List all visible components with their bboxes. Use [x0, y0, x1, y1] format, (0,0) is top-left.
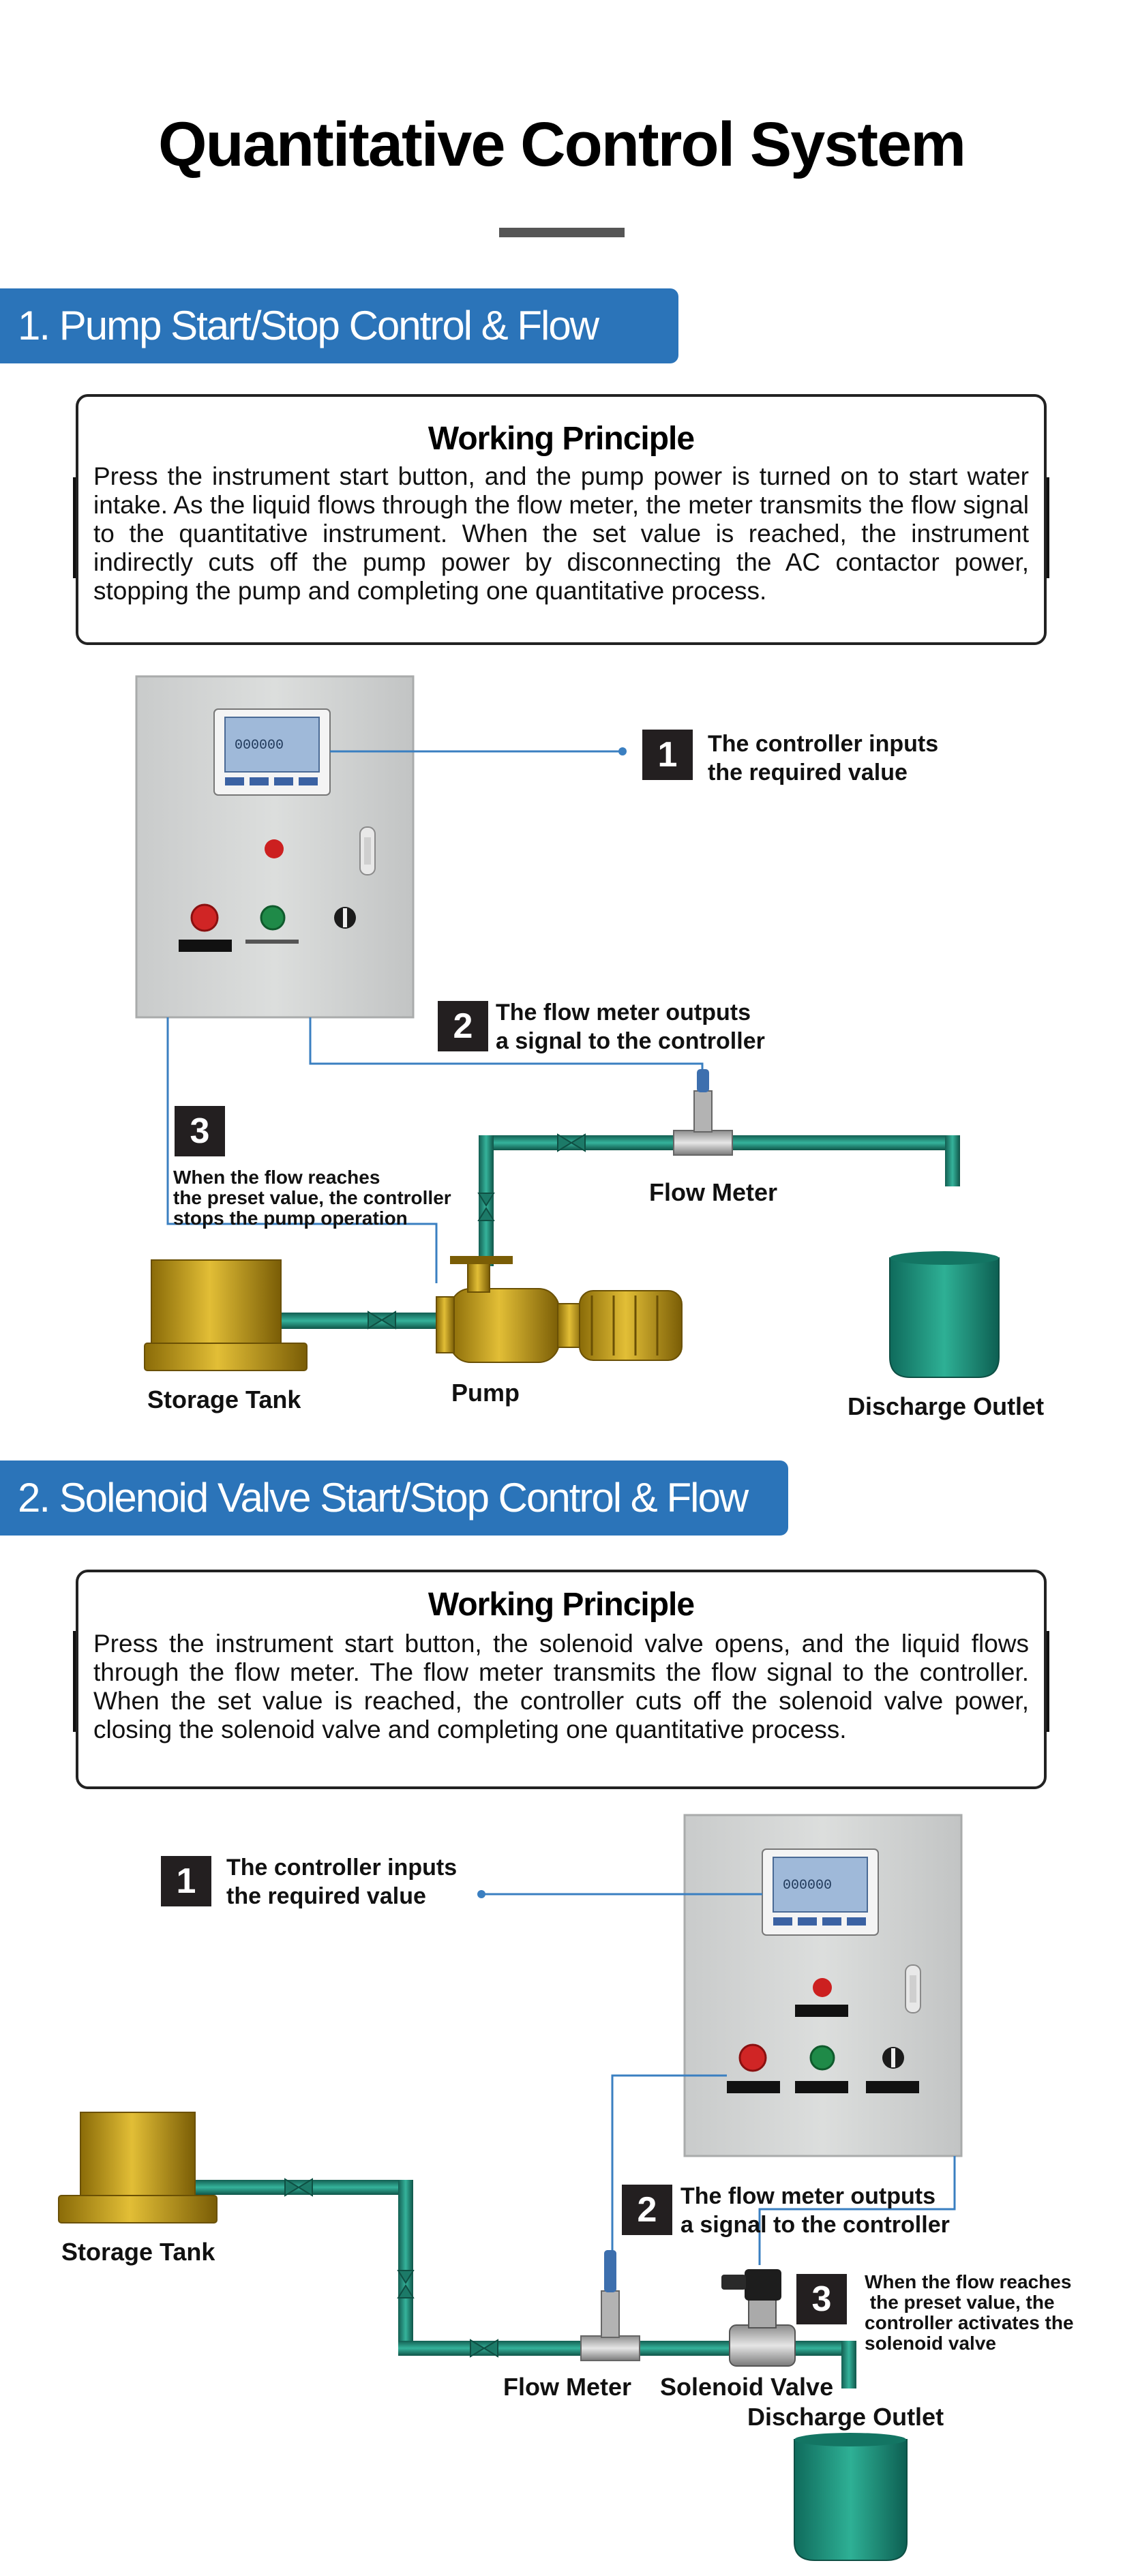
- s1-step3-note: When the flow reaches the preset value, …: [173, 1167, 451, 1229]
- start-button-1: [260, 905, 286, 931]
- s2-discharge-outlet-label: Discharge Outlet: [747, 2403, 944, 2431]
- indicator-light-1: [265, 839, 284, 858]
- discharge-outlet-1: [889, 1257, 1000, 1378]
- flow-meter-2: [580, 2335, 640, 2361]
- stop-button-1: [190, 903, 219, 932]
- s1-step1-line2: the required value: [708, 760, 908, 785]
- s1-discharge-outlet-label: Discharge Outlet: [848, 1392, 1045, 1420]
- storage-tank-1: [151, 1259, 282, 1349]
- wp1-title: Working Principle: [428, 421, 695, 457]
- s2-step3-badge: 3: [796, 2274, 847, 2324]
- s2-step3-line1: When the flow reaches: [865, 2271, 1072, 2292]
- s2-step3-note: When the flow reaches the preset value, …: [865, 2272, 1074, 2354]
- display-digits-1: 000000: [235, 738, 284, 753]
- s1-step3-line2: the preset value, the controller: [173, 1187, 451, 1208]
- stop-button-2: [738, 2043, 767, 2072]
- s1-step3-badge: 3: [175, 1106, 225, 1156]
- indicator-light-2: [813, 1978, 832, 1997]
- discharge-outlet-2: [794, 2439, 908, 2561]
- working-principle-box-1: Working Principle Press the instrument s…: [76, 394, 1047, 645]
- s1-pump-label: Pump: [451, 1379, 520, 1407]
- s2-step2-note: The flow meter outputs a signal to the c…: [680, 2182, 950, 2239]
- s2-step1-note: The controller inputs the required value: [226, 1853, 457, 1911]
- solenoid-valve: [729, 2324, 796, 2367]
- s2-step1-line1: The controller inputs: [226, 1855, 458, 1881]
- flow-meter-1: [673, 1130, 733, 1156]
- s1-flow-meter-label: Flow Meter: [649, 1178, 778, 1206]
- s2-step2-line2: a signal to the controller: [680, 2212, 950, 2238]
- s1-storage-tank-label: Storage Tank: [147, 1386, 301, 1413]
- s2-step1-badge: 1: [161, 1856, 211, 1906]
- s2-step3-line2: the preset value, the: [865, 2292, 1055, 2313]
- s2-step3-line4: solenoid valve: [865, 2333, 996, 2354]
- s2-step2-line1: The flow meter outputs: [680, 2183, 935, 2209]
- s1-step1-note: The controller inputs the required value: [708, 730, 938, 787]
- s2-step1-line2: the required value: [226, 1883, 426, 1909]
- section2-banner: 2. Solenoid Valve Start/Stop Control & F…: [0, 1461, 788, 1596]
- s1-step2-line2: a signal to the controller: [496, 1028, 765, 1054]
- s1-step3-line1: When the flow reaches: [173, 1167, 380, 1188]
- display-digits-2: 000000: [783, 1878, 832, 1893]
- wp1-text: Press the instrument start button, and t…: [93, 462, 1029, 605]
- s1-step2-line1: The flow meter outputs: [496, 1000, 751, 1025]
- working-principle-box-2: Working Principle Press the instrument s…: [76, 1570, 1047, 1789]
- s1-step1-badge: 1: [642, 730, 693, 780]
- storage-tank-2: [80, 2112, 196, 2203]
- start-button-2: [809, 2045, 835, 2071]
- page-title: Quantitative Control System: [158, 110, 966, 179]
- s1-step2-badge: 2: [438, 1001, 488, 1051]
- wp2-title: Working Principle: [428, 1587, 695, 1623]
- s2-storage-tank-label: Storage Tank: [61, 2238, 215, 2266]
- s1-step2-note: The flow meter outputs a signal to the c…: [496, 998, 765, 1055]
- s2-flow-meter-label: Flow Meter: [503, 2373, 632, 2401]
- s2-solenoid-valve-label: Solenoid Valve: [660, 2373, 834, 2401]
- wp2-text: Press the instrument start button, the s…: [93, 1630, 1029, 1743]
- s2-step2-badge: 2: [622, 2185, 672, 2235]
- s1-step3-line3: stops the pump operation: [173, 1208, 408, 1229]
- title-underline: [499, 228, 625, 237]
- s2-step3-line3: controller activates the: [865, 2312, 1074, 2333]
- s1-step1-line1: The controller inputs: [708, 731, 939, 757]
